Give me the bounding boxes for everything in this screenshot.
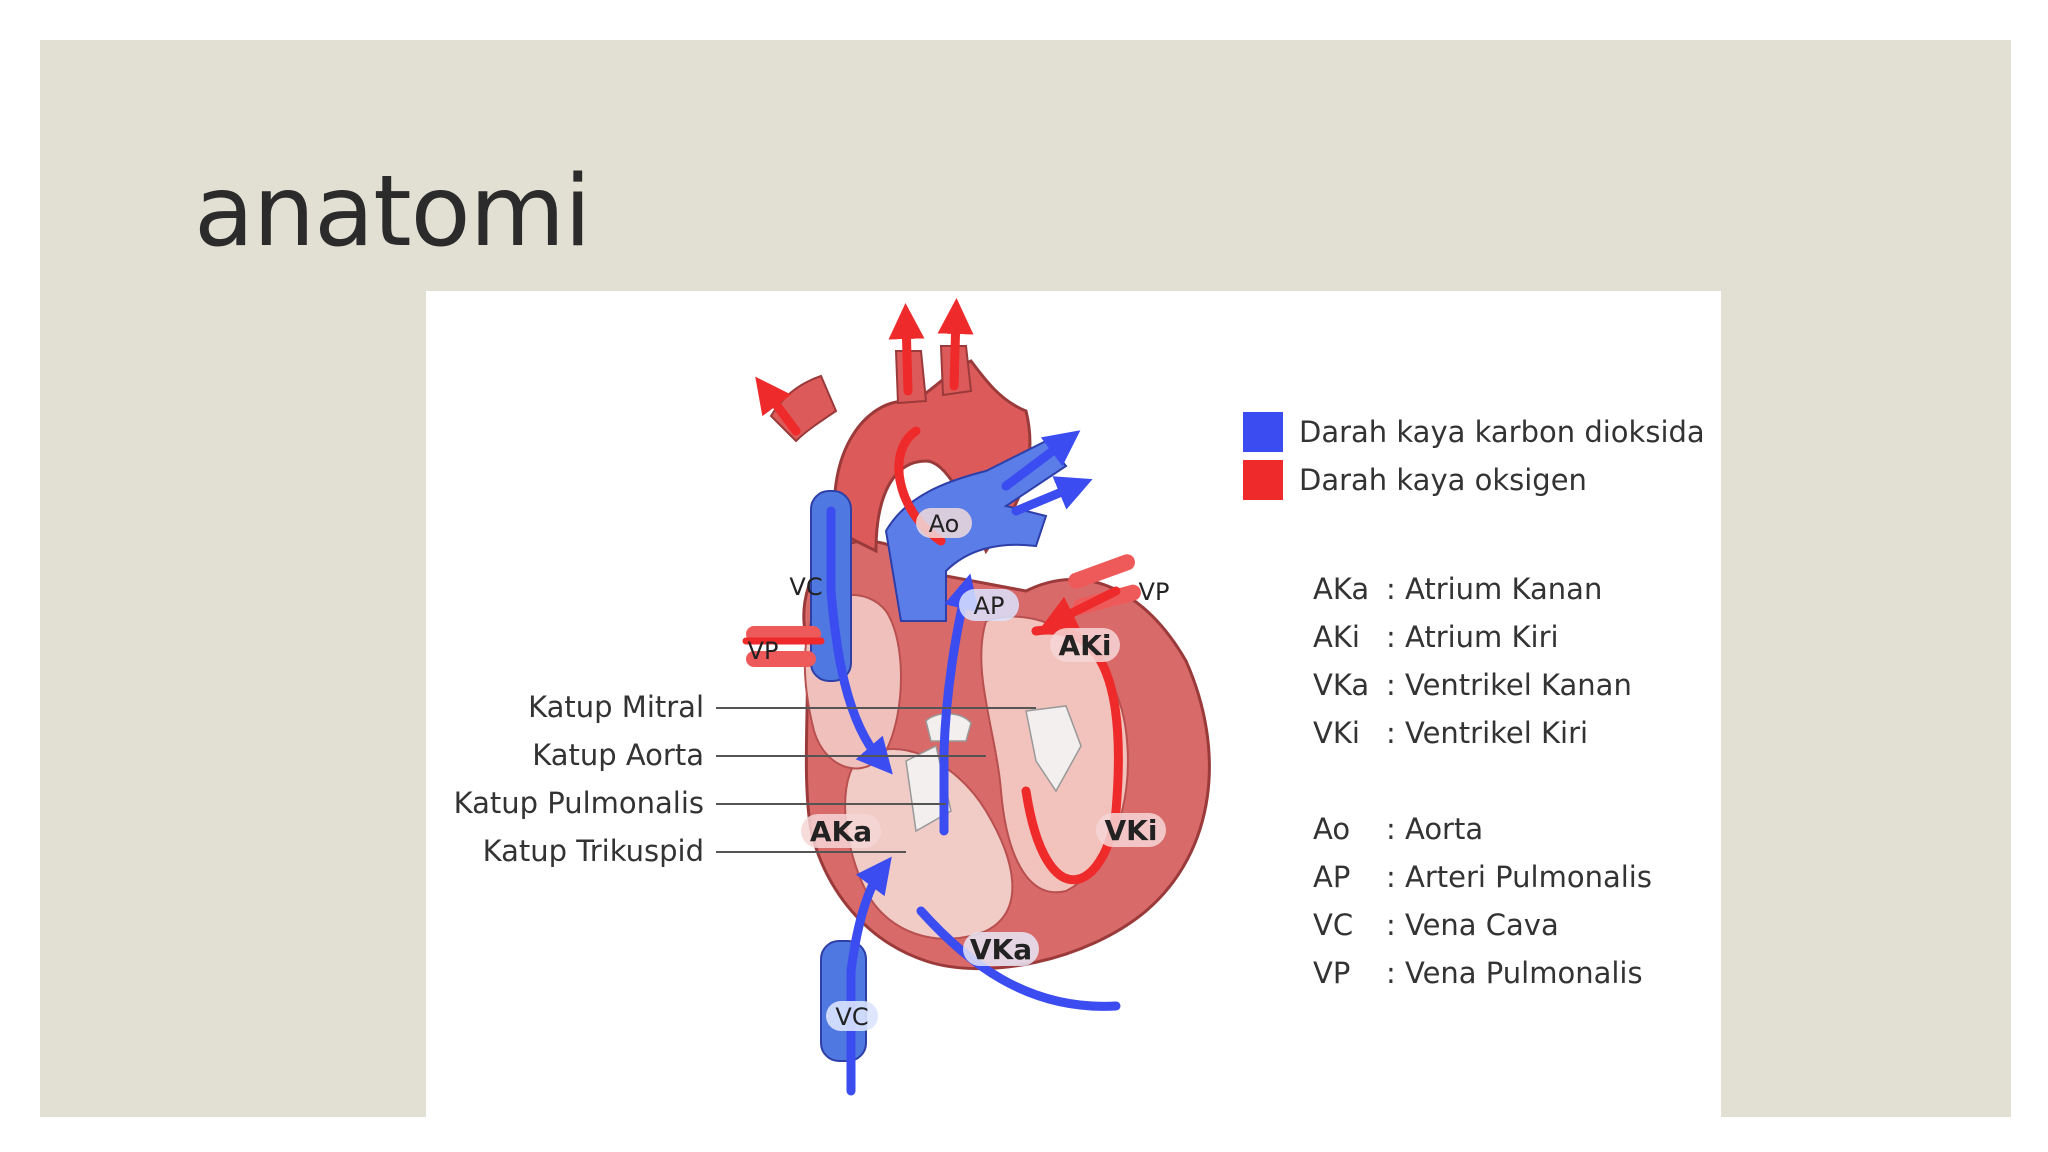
abbr-aki-desc: : Atrium Kiri (1386, 620, 1559, 654)
pulmonary-vein-right-1 (1068, 554, 1135, 589)
abbr-vc: VC (1313, 908, 1353, 942)
red-flow-out-2 (888, 303, 925, 396)
abbr-ao: Ao (1313, 812, 1350, 846)
tag-vp-right: VP (1139, 578, 1170, 606)
pulmonary-vein-left-2 (746, 651, 816, 667)
tag-vki: VKi (1105, 814, 1158, 847)
heart-diagram: Ao AP VC VP VP AKi AKa VKi VKa VC Katup … (454, 298, 1705, 1096)
abbr-ao-desc: : Aorta (1386, 812, 1483, 846)
abbr-aka: AKa (1313, 572, 1369, 606)
pointer-label-trikuspid: Katup Trikuspid (483, 834, 704, 868)
blue-flow-ap-out-1 (1001, 430, 1081, 491)
slide-title: anatomi (194, 155, 591, 269)
tag-vc-top: VC (789, 573, 822, 601)
heart-diagram-figure: Ao AP VC VP VP AKi AKa VKi VKa VC Katup … (426, 291, 1721, 1117)
pointer-label-aorta: Katup Aorta (532, 738, 704, 772)
red-flow-out-3 (937, 298, 974, 391)
abbr-vp: VP (1313, 956, 1350, 990)
legend: Darah kaya karbon dioksida Darah kaya ok… (1243, 412, 1705, 500)
abbr-aki: AKi (1313, 620, 1360, 654)
pointer-label-pulmonalis: Katup Pulmonalis (454, 786, 704, 820)
abbr-ap: AP (1313, 860, 1350, 894)
pointer-label-mitral: Katup Mitral (528, 690, 704, 724)
abbr-vp-desc: : Vena Pulmonalis (1386, 956, 1643, 990)
tag-vc-bottom: VC (835, 1003, 868, 1031)
legend-swatch-blue (1243, 412, 1283, 452)
legend-label-co2: Darah kaya karbon dioksida (1299, 415, 1705, 449)
abbr-vka-desc: : Ventrikel Kanan (1386, 668, 1632, 702)
tag-vka: VKa (970, 933, 1032, 966)
tag-vp-left: VP (748, 637, 779, 665)
legend-label-o2: Darah kaya oksigen (1299, 463, 1587, 497)
pointer-labels: Katup Mitral Katup Aorta Katup Pulmonali… (454, 690, 1036, 868)
blue-flow-vc-down (826, 506, 893, 775)
region-tags: Ao AP VC VP VP AKi AKa VKi VKa VC (748, 508, 1170, 1031)
red-flow-out-1 (755, 376, 801, 436)
tag-aki: AKi (1059, 629, 1112, 662)
abbr-ap-desc: : Arteri Pulmonalis (1386, 860, 1652, 894)
abbr-vka: VKa (1313, 668, 1369, 702)
abbr-vki-desc: : Ventrikel Kiri (1386, 716, 1588, 750)
abbr-vki: VKi (1313, 716, 1360, 750)
blue-flow-vc-up (846, 856, 892, 1096)
mitral-valve-shape (1025, 705, 1082, 793)
tag-aka: AKa (810, 815, 872, 848)
blue-flow-ap-out-2 (1011, 476, 1093, 516)
legend-swatch-red (1243, 460, 1283, 500)
abbr-vc-desc: : Vena Cava (1386, 908, 1559, 942)
abbreviation-list: AKa : Atrium Kanan AKi : Atrium Kiri VKa… (1313, 572, 1652, 990)
blue-flow-ventricle (916, 906, 1121, 1011)
tag-ao: Ao (929, 510, 960, 538)
abbr-aka-desc: : Atrium Kanan (1386, 572, 1602, 606)
red-flow-vp-right (1039, 586, 1121, 630)
tag-ap: AP (974, 592, 1005, 620)
heart-illustration (742, 298, 1211, 1096)
